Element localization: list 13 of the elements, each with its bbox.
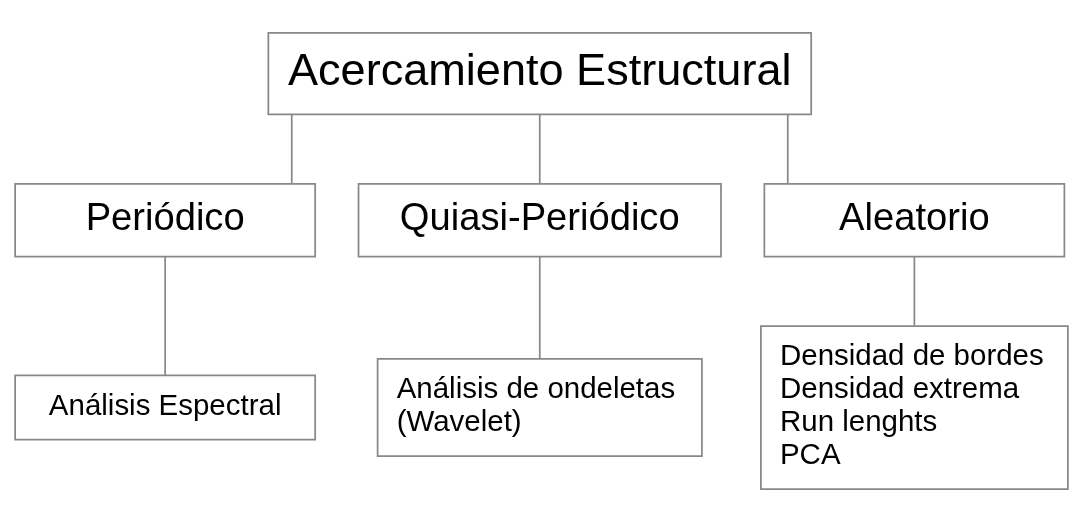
node-box: Acercamiento Estructural xyxy=(267,32,813,116)
connector xyxy=(786,113,789,185)
node-box: Análisis Espectral xyxy=(14,374,317,441)
connector xyxy=(290,113,293,185)
node-box: Aleatorio xyxy=(763,182,1066,258)
connector xyxy=(538,113,541,185)
node-box: Periódico xyxy=(14,182,317,258)
connector xyxy=(913,255,916,327)
node-box: Quiasi-Periódico xyxy=(357,182,722,258)
node-box: Análisis de ondeletas (Wavelet) xyxy=(376,358,703,457)
connector xyxy=(538,255,541,360)
connector xyxy=(164,255,166,377)
node-box: Densidad de bordes Densidad extrema Run lenghts PCA xyxy=(760,325,1069,490)
